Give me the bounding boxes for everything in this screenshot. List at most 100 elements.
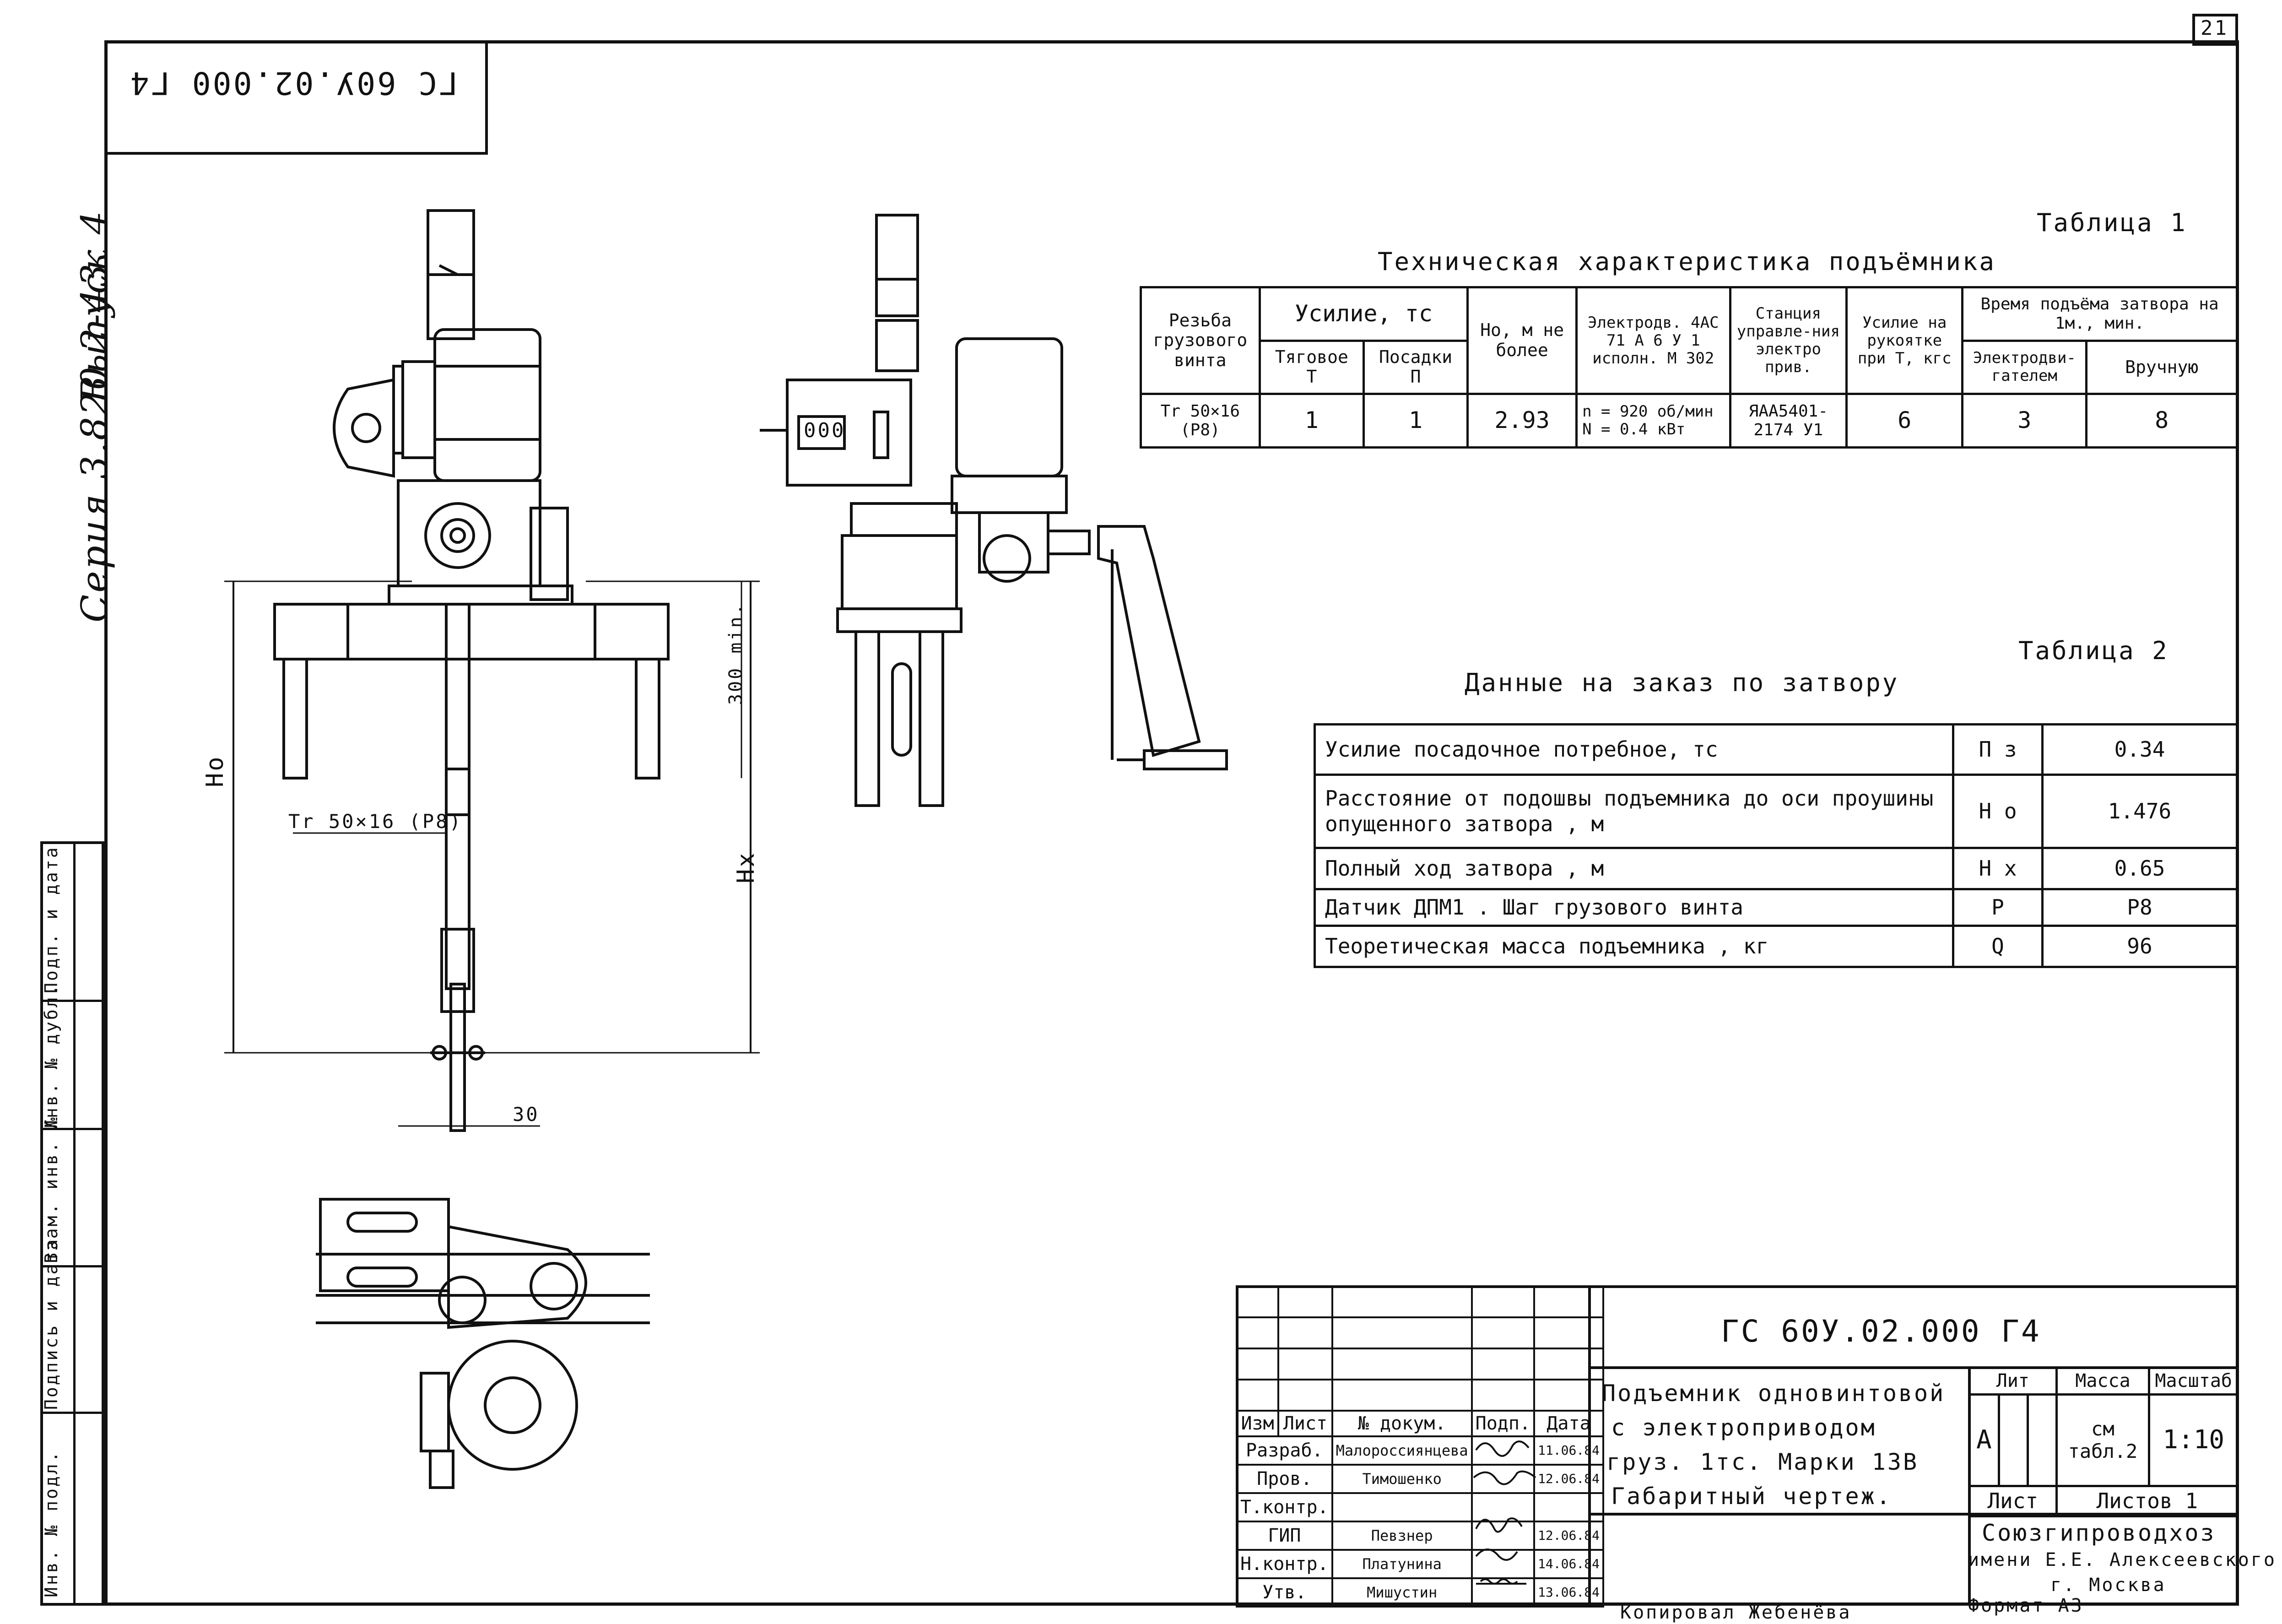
org-line3: г. Москва — [2050, 1575, 2166, 1596]
signature-icon — [1475, 1517, 1523, 1533]
signer-row: Пров. Тимошенко 12.06.84 — [1236, 1464, 1604, 1494]
org-line1: Союзгипроводхоз — [1982, 1520, 2216, 1546]
signer-name: Малороссиянцева — [1331, 1435, 1473, 1466]
table2-row: Теоретическая масса подъемника , кг Q 96 — [1314, 925, 2238, 968]
table1-cell-time-manual: 8 — [2085, 393, 2238, 449]
table2-symbol: H х — [1952, 847, 2044, 890]
table1-header-time-manual: Вручную — [2085, 339, 2238, 395]
table1-header-landing: Посадки П — [1362, 339, 1469, 395]
table2-label: Расстояние от подошвы подъемника до оси … — [1314, 774, 1954, 849]
sheet-label: Лист — [1968, 1485, 2058, 1517]
front-view-drawing — [224, 209, 760, 1132]
table2-row: Расстояние от подошвы подъемника до оси … — [1314, 774, 2238, 849]
footer-copied: Копировал Жебенёва — [1620, 1602, 1852, 1623]
table2-row: Датчик ДПМ1 . Шаг грузового винта P P8 — [1314, 888, 2238, 927]
page-number-box — [2192, 14, 2238, 46]
table2-symbol: H о — [1952, 774, 2044, 849]
table2-value: 0.65 — [2041, 847, 2238, 890]
table1-header-handle: Усилие на рукоятке при T, кгс — [1845, 286, 1964, 395]
table1-cell-time-motor: 3 — [1961, 393, 2088, 449]
signer-name — [1331, 1492, 1473, 1522]
table1-header-h0: Hо, м не более — [1466, 286, 1578, 395]
table1-header-motor: Электродв. 4АС 71 А 6 У 1 исполн. М 302 — [1575, 286, 1731, 395]
scale-value: 1:10 — [2148, 1393, 2239, 1487]
signer-date: 12.06.84 — [1533, 1521, 1604, 1551]
signer-name: Тимошенко — [1331, 1464, 1473, 1494]
signer-name: Певзнер — [1331, 1521, 1473, 1551]
table1-caption: Таблица 1 — [2037, 208, 2187, 237]
footer-format: Формат А3 — [1968, 1595, 2084, 1616]
signer-role: Пров. — [1236, 1464, 1333, 1494]
signature-icon — [1475, 1548, 1518, 1561]
signature-icon — [1476, 1578, 1526, 1585]
signer-name: Мишустин — [1331, 1577, 1473, 1608]
table1-cell-traction: 1 — [1258, 393, 1365, 449]
revision-header-list: Лист — [1277, 1410, 1333, 1437]
lit-value: А — [1968, 1393, 2000, 1487]
table2-value: P8 — [2041, 888, 2238, 927]
mass-label: Масса — [2055, 1366, 2151, 1396]
sheet-border — [104, 40, 2239, 1606]
revision-header-date: Дата — [1533, 1410, 1604, 1437]
mass-value: см табл.2 — [2055, 1393, 2151, 1487]
table2-value: 0.34 — [2041, 723, 2238, 776]
table1-header-time: Время подъёма затвора на 1м., мин. — [1961, 286, 2238, 342]
title-block-name-line4: Габаритный чертеж. — [1611, 1483, 1892, 1510]
page-number: 21 — [2201, 16, 2228, 40]
table2-caption: Таблица 2 — [2018, 636, 2169, 665]
dim-30-label: 30 — [513, 1103, 540, 1126]
title-block-name-line3: груз. 1тс. Марки 13В — [1606, 1449, 1919, 1475]
signer-role: Т.контр. — [1236, 1492, 1333, 1522]
title-block-hline — [1588, 1513, 2239, 1516]
table1-cell-thread: Tr 50×16 (P8) — [1140, 393, 1261, 449]
sheets-label: Листов 1 — [2055, 1485, 2239, 1517]
table1-cell-landing: 1 — [1362, 393, 1469, 449]
revision-header-doc: № докум. — [1331, 1410, 1473, 1437]
table1-cell-motor-n: n = 920 об/мин — [1582, 402, 1714, 421]
signer-row: Разраб. Малороссиянцева 11.06.84 — [1236, 1435, 1604, 1466]
table2-label: Полный ход затвора , м — [1314, 847, 1954, 890]
table2: Усилие посадочное потребное, тс П з 0.34… — [1314, 723, 2238, 968]
table1-cell-h0: 2.93 — [1466, 393, 1578, 449]
table2-row: Усилие посадочное потребное, тс П з 0.34 — [1314, 723, 2238, 776]
table1-title: Техническая характеристика подъёмника — [1378, 247, 1996, 276]
side-view-drawing — [741, 214, 1228, 807]
signer-date: 11.06.84 — [1533, 1435, 1604, 1466]
side-stamp — [40, 841, 104, 1606]
title-block-hline — [1588, 1366, 2239, 1369]
table1-cell-motor-p: N = 0.4 кВт — [1582, 420, 1686, 439]
table1-header-thread: Резьба грузового винта — [1140, 286, 1261, 395]
table1: Резьба грузового винта Усилие, тс Hо, м … — [1140, 286, 2238, 449]
table2-label: Теоретическая масса подъемника , кг — [1314, 925, 1954, 968]
title-block-divider — [1588, 1285, 1591, 1606]
table1-cell-handle: 6 — [1845, 393, 1964, 449]
signer-row: Н.контр. Платунина 14.06.84 — [1236, 1549, 1604, 1579]
table1-cell-motor: n = 920 об/мин N = 0.4 кВт — [1575, 393, 1731, 449]
signature-icon — [1473, 1470, 1536, 1485]
table1-header-traction: Тяговое T — [1258, 339, 1365, 395]
title-block-name-line2: с электроприводом — [1611, 1414, 1876, 1441]
signer-row: ГИП Певзнер 12.06.84 — [1236, 1521, 1604, 1551]
signer-role: Н.контр. — [1236, 1549, 1333, 1579]
revision-header-izm: Изм — [1235, 1410, 1280, 1437]
counter-display: 000 — [804, 419, 846, 442]
lit-label: Лит — [1968, 1366, 2058, 1396]
signer-date — [1533, 1492, 1604, 1522]
revision-header-sign: Подп. — [1471, 1410, 1536, 1437]
revision-header: Изм Лист № докум. Подп. Дата — [1235, 1410, 1604, 1437]
signer-name: Платунина — [1331, 1549, 1473, 1579]
title-block-name-line1: Подъемник одновинтовой — [1602, 1380, 1946, 1407]
table2-symbol: P — [1952, 888, 2044, 927]
signer-role: ГИП — [1236, 1521, 1333, 1551]
table1-header-time-motor: Электродви-гателем — [1961, 339, 2088, 395]
table2-value: 1.476 — [2041, 774, 2238, 849]
table1-header-station: Станция управле-ния электро прив. — [1729, 286, 1848, 395]
table2-symbol: П з — [1952, 723, 2044, 776]
table2-row: Полный ход затвора , м H х 0.65 — [1314, 847, 2238, 890]
lit-mass-scale-table: Лит Масса Масштаб А см табл.2 1:10 Лист … — [1968, 1366, 2239, 1517]
table2-title: Данные на заказ по затвору — [1465, 668, 1899, 697]
org-line2: имени Е.Е. Алексеевского — [1968, 1549, 2277, 1570]
signature-icon — [1475, 1440, 1530, 1457]
table2-value: 96 — [2041, 925, 2238, 968]
signer-role: Разраб. — [1236, 1435, 1333, 1466]
